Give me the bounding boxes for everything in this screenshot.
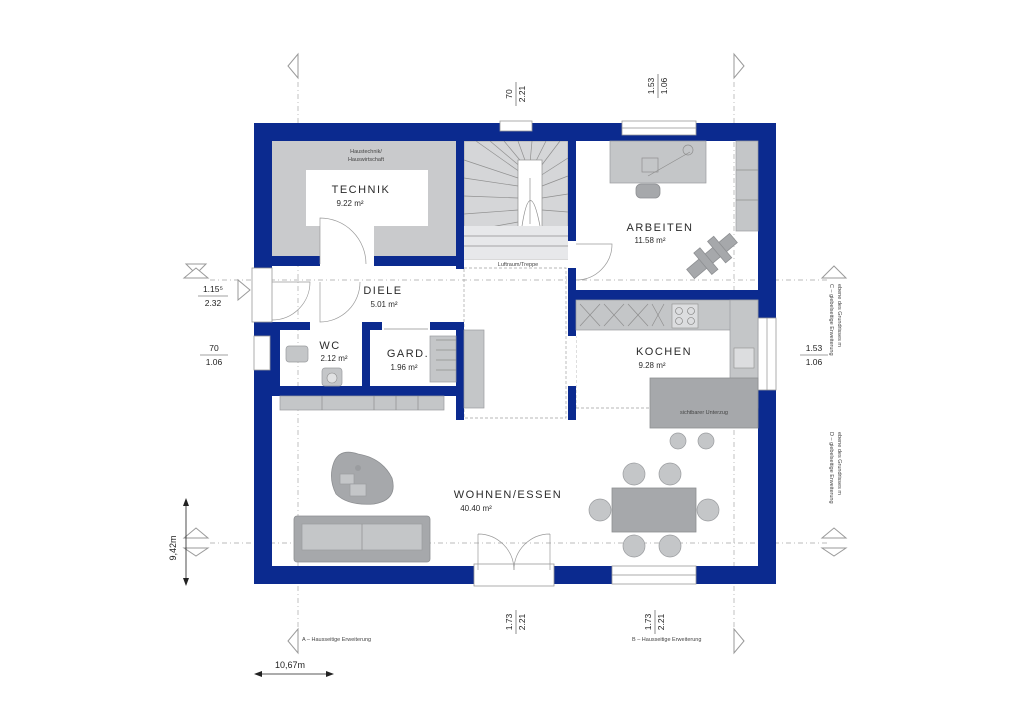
dim-top-1b: 2.21 — [517, 85, 527, 102]
dim-left-2b: 1.06 — [206, 357, 223, 367]
ext-b-note: B – Hausseitige Erweiterung — [632, 637, 701, 643]
ext-a-note: A – Hausseitige Erweiterung — [302, 637, 371, 643]
doors — [271, 217, 613, 571]
room-name-kochen: KOCHEN — [636, 346, 692, 358]
service-areas — [272, 141, 456, 256]
room-area-gard: 1.96 m² — [390, 363, 417, 372]
room-name-diele: DIELE — [363, 285, 402, 297]
room-area-kochen: 9.28 m² — [638, 361, 665, 370]
ext-c-note-2: ebene des Grundrisses m — [836, 284, 842, 347]
luftraum-label: Luftraum/Treppe — [498, 262, 538, 268]
axis-markers — [182, 52, 848, 655]
dim-bottom-2a: 1.73 — [643, 613, 653, 630]
room-area-diele: 5.01 m² — [370, 300, 397, 309]
extension-notes: A – Hausseitige Erweiterung B – Hausseit… — [302, 284, 842, 643]
dimensions: 70 2.21 1.53 1.06 1.73 2.21 1.73 2.21 1.… — [168, 74, 828, 677]
furniture: sichtbarer Unterzug — [279, 140, 759, 563]
unterzug-label: sichtbarer Unterzug — [680, 410, 728, 416]
dim-bottom-2b: 2.21 — [656, 613, 666, 630]
ext-d-note-1: D – giebelseitige Erweiterung — [828, 432, 834, 504]
room-name-wc: WC — [319, 340, 340, 352]
room-labels: Haustechnik/ Hauswirtschaft TECHNIK 9.22… — [319, 149, 693, 513]
stair: Luftraum/Treppe — [463, 140, 569, 268]
technik-subtitle-1: Haustechnik/ — [350, 149, 382, 155]
dim-bottom-1a: 1.73 — [504, 613, 514, 630]
dim-right-1a: 1.53 — [806, 343, 823, 353]
room-name-technik: TECHNIK — [332, 184, 391, 196]
room-area-arbeiten: 11.58 m² — [635, 236, 666, 245]
dim-left-1b: 2.32 — [205, 298, 222, 308]
room-area-technik: 9.22 m² — [336, 199, 363, 208]
dim-height: 9,42m — [168, 535, 178, 560]
dim-left-2a: 70 — [209, 343, 219, 353]
room-name-arbeiten: ARBEITEN — [626, 222, 693, 234]
technik-subtitle-2: Hauswirtschaft — [348, 157, 385, 163]
dim-width: 10,67m — [275, 660, 305, 670]
room-name-wohnen: WOHNEN/ESSEN — [454, 489, 562, 501]
dim-left-1a: 1.15⁵ — [203, 284, 223, 294]
dim-bottom-1b: 2.21 — [517, 613, 527, 630]
dim-top-1a: 70 — [504, 89, 514, 99]
ext-d-note-2: ebene des Grundrisses m — [836, 432, 842, 495]
room-name-gard: GARD. — [387, 348, 429, 360]
room-area-wc: 2.12 m² — [320, 354, 347, 363]
dim-right-1b: 1.06 — [806, 357, 823, 367]
dim-top-2a: 1.53 — [646, 77, 656, 94]
dim-top-2b: 1.06 — [659, 77, 669, 94]
windows — [251, 120, 777, 587]
room-area-wohnen: 40.40 m² — [460, 504, 492, 513]
ext-c-note-1: C – giebelseitige Erweiterung — [828, 284, 834, 356]
